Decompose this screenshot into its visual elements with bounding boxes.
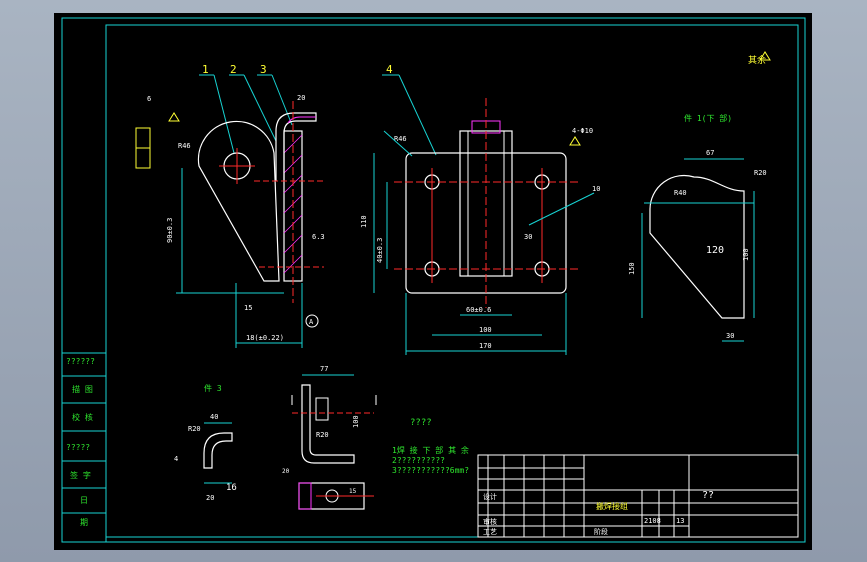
balloon-1: 1 bbox=[202, 63, 209, 76]
view-b-bottom: 20 bbox=[206, 494, 214, 502]
dim-view2-total: 170 bbox=[479, 342, 492, 350]
dim-view2-inner: 60±0.6 bbox=[466, 306, 491, 314]
left-label-3: ????? bbox=[66, 443, 90, 452]
left-column-table bbox=[61, 352, 107, 543]
dim-view2-small: 40±0.3 bbox=[376, 238, 384, 263]
dim-view1-rough: 6.3 bbox=[312, 233, 325, 241]
view-b-top: 40 bbox=[210, 413, 218, 421]
title-row-label-0: 设计 bbox=[483, 492, 497, 501]
title-row-label-1: 审核 bbox=[483, 517, 497, 526]
view-c-leftw: 20 bbox=[282, 468, 290, 475]
view-c: 77 100 R20 20 15 bbox=[282, 365, 377, 510]
weld-symbol-a: A bbox=[309, 318, 314, 326]
view-a-label: 件 1(下 部) bbox=[684, 113, 732, 123]
view-a-right: 100 bbox=[742, 248, 750, 261]
left-label-0: ?????? bbox=[66, 357, 95, 366]
dim-view1-weld: 6 bbox=[147, 95, 151, 103]
view-c-inner: R20 bbox=[316, 431, 329, 439]
dim-view2-note: 4-Φ10 bbox=[572, 127, 593, 135]
view-b-label: 件 3 bbox=[204, 383, 222, 393]
left-label-2: 校 核 bbox=[72, 412, 93, 422]
dim-view1-r: R46 bbox=[178, 142, 191, 150]
tech-notes-heading: ???? bbox=[410, 418, 432, 428]
dim-view2-weld: 10 bbox=[592, 185, 600, 193]
tech-note-2: 2?????????? bbox=[392, 456, 445, 465]
title-code: 2108 bbox=[644, 517, 661, 525]
view-b-part3: 件 3 40 R20 4 20 16 bbox=[174, 383, 237, 502]
balloon-2: 2 bbox=[230, 63, 237, 76]
cad-drawing: ?????? 描 图 校 核 ????? 签 字 日 期 其余 1 2 3 bbox=[61, 17, 806, 543]
view-a-part1: 件 1(下 部) 67 R40 120 150 100 30 R20 bbox=[628, 113, 767, 342]
view-b-side: 16 bbox=[226, 483, 237, 493]
view-2-front: 4 110 40±0.3 60±0.6 100 170 R46 4-Φ10 bbox=[360, 63, 600, 355]
view-1-side: 1 2 3 90±0.3 bbox=[135, 63, 325, 348]
title-block bbox=[477, 454, 799, 538]
view-a-r: R40 bbox=[674, 189, 687, 197]
title-scale: 13 bbox=[676, 517, 684, 525]
title-right-name: ?? bbox=[702, 490, 714, 501]
dim-view2-height: 110 bbox=[360, 215, 368, 228]
left-label-4: 签 字 bbox=[70, 470, 91, 480]
dim-view2-mid: 100 bbox=[479, 326, 492, 334]
view-a-rsmall: R20 bbox=[754, 169, 767, 177]
tech-note-3: 3???????????6mm? bbox=[392, 466, 469, 475]
left-label-1: 描 图 bbox=[72, 384, 93, 394]
view-a-bottom: 30 bbox=[726, 332, 734, 340]
view-b-r: R20 bbox=[188, 425, 201, 433]
title-row-label-2: 工艺 bbox=[483, 528, 497, 536]
inner-frame bbox=[105, 24, 799, 538]
dim-view1-height: 90±0.3 bbox=[166, 218, 174, 243]
roughness-symbol bbox=[759, 51, 771, 61]
dim-view1-width: 18(±0.22) bbox=[246, 334, 284, 342]
view-a-left: 150 bbox=[628, 262, 636, 275]
dim-view1-bottom: 15 bbox=[244, 304, 252, 312]
view-c-top: 77 bbox=[320, 365, 328, 373]
drawing-sheet: ?????? 描 图 校 核 ????? 签 字 日 期 其余 1 2 3 bbox=[54, 13, 812, 550]
balloon-3: 3 bbox=[260, 63, 267, 76]
tech-notes: ???? 1焊 接 下 部 其 余 2?????????? 3?????????… bbox=[392, 418, 469, 475]
title-mark: 阶段 bbox=[594, 527, 608, 536]
title-part-name: 搬焊接组 bbox=[596, 501, 628, 511]
outer-frame bbox=[61, 17, 806, 543]
view-c-bottom: 15 bbox=[349, 488, 357, 495]
dim-view2-r: R46 bbox=[394, 135, 407, 143]
view-a-center: 120 bbox=[706, 245, 724, 256]
balloon-4: 4 bbox=[386, 63, 393, 76]
left-label-5: 日 bbox=[80, 496, 88, 505]
dim-view1-top: 20 bbox=[297, 94, 305, 102]
dim-view2-right: 30 bbox=[524, 233, 532, 241]
view-c-right: 100 bbox=[352, 415, 360, 428]
left-label-6: 期 bbox=[80, 518, 88, 527]
view-a-top: 67 bbox=[706, 149, 714, 157]
view-b-left: 4 bbox=[174, 455, 178, 463]
tech-note-1: 1焊 接 下 部 其 余 bbox=[392, 445, 469, 455]
